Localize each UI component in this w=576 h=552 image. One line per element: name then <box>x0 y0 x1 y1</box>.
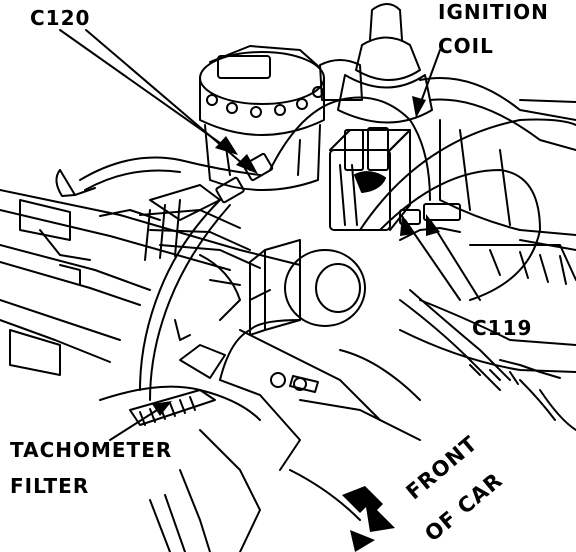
lower-bracket <box>149 329 421 552</box>
alternator <box>249 239 366 336</box>
front-arrow <box>342 486 395 552</box>
ignition-coil-assembly <box>319 3 433 231</box>
coil-label: COIL <box>438 34 494 58</box>
engine-block <box>0 189 301 376</box>
distributor <box>199 45 325 191</box>
c120-connector <box>215 152 274 204</box>
arrowheads <box>152 96 440 416</box>
leader-lines <box>59 29 481 441</box>
tachometer-label: TACHOMETER <box>10 438 173 462</box>
c120-label: C120 <box>30 6 91 30</box>
c119-connector <box>399 203 461 225</box>
right-engine-structure <box>399 77 576 431</box>
filter-label: FILTER <box>10 474 90 498</box>
fan-blades <box>139 184 261 321</box>
wiring-harness <box>55 96 576 421</box>
c119-label: C119 <box>472 316 533 340</box>
ignition-label: IGNITION <box>438 0 549 24</box>
